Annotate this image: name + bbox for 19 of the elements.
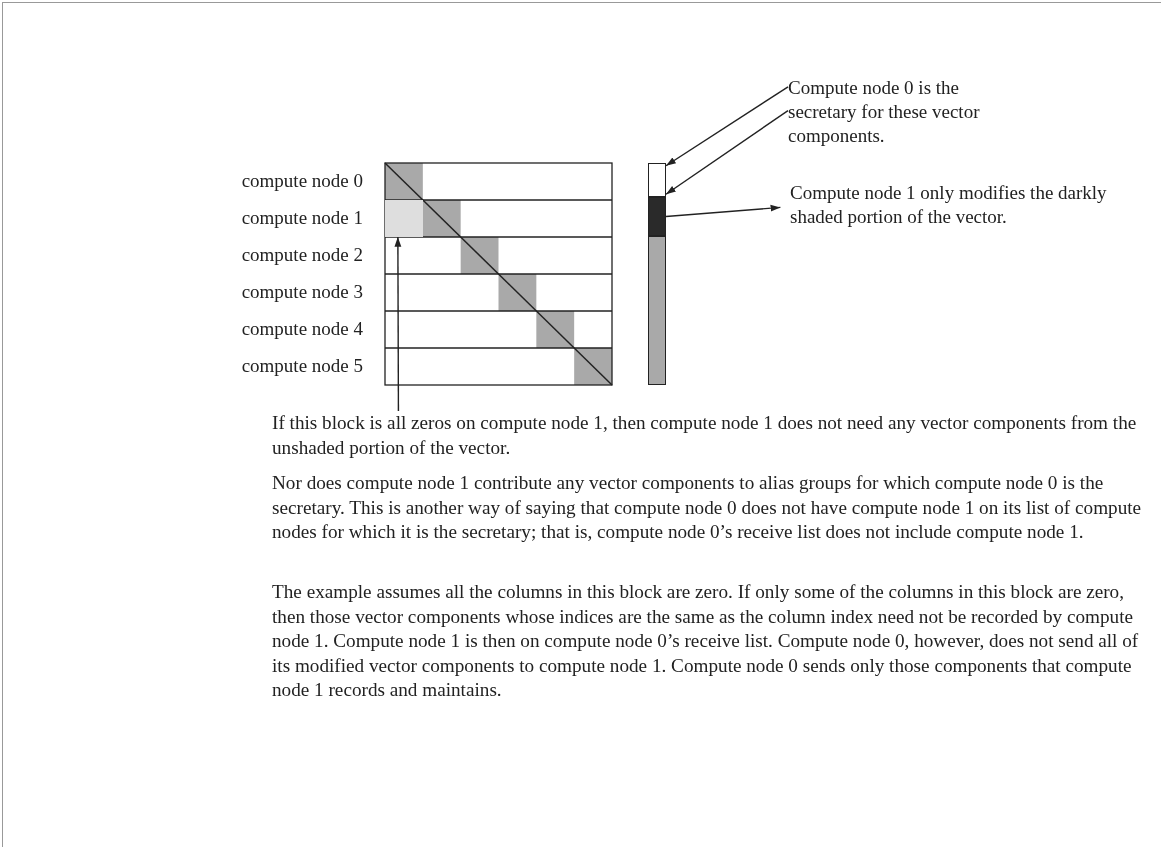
arrow: [665, 109, 789, 195]
callout-text: Compute node 1 only modifies the darkly shaded portion of the vector.: [790, 181, 1110, 229]
note-text: If this block is all zeros on compute node 1, then compute node 1 does not need any vector components from the unshaded portion of the vector.: [272, 411, 1150, 460]
row-label: compute node 2: [240, 243, 363, 267]
callout-text: Compute node 0 is the secretary for these vector components.: [788, 76, 983, 148]
row-label: compute node 0: [240, 169, 363, 193]
vector-segment: [648, 197, 666, 236]
row-label: compute node 4: [240, 317, 363, 341]
arrow: [665, 86, 789, 167]
note-text: Nor does compute node 1 contribute any vector components to alias groups for which compute node 0 is the secretary. This is another way of saying that compute node 0 does not have compute node 1 on its list of compute nodes for which it is the secretary; that is, compute node 0’s receive list does not include compute node 1.: [272, 471, 1143, 544]
matrix-block: [385, 200, 423, 237]
arrow: [665, 204, 782, 218]
vector-segment: [648, 163, 666, 197]
vector-segment: [648, 236, 666, 385]
row-label: compute node 1: [240, 206, 363, 230]
row-label: compute node 5: [240, 354, 363, 378]
note-text: The example assumes all the columns in this block are zero. If only some of the columns in this block are zero, then those vector components whose indices are the same as the column index need not be recorded by compute node 1. Compute node 1 is then on compute node 0’s receive list. Compute node 0, however, does not send all of its modified vector components to compute node 1. Compute node 0 sends only those components that compute node 1 records and maintains.: [272, 580, 1140, 702]
row-label: compute node 3: [240, 280, 363, 304]
arrow: [394, 236, 402, 412]
